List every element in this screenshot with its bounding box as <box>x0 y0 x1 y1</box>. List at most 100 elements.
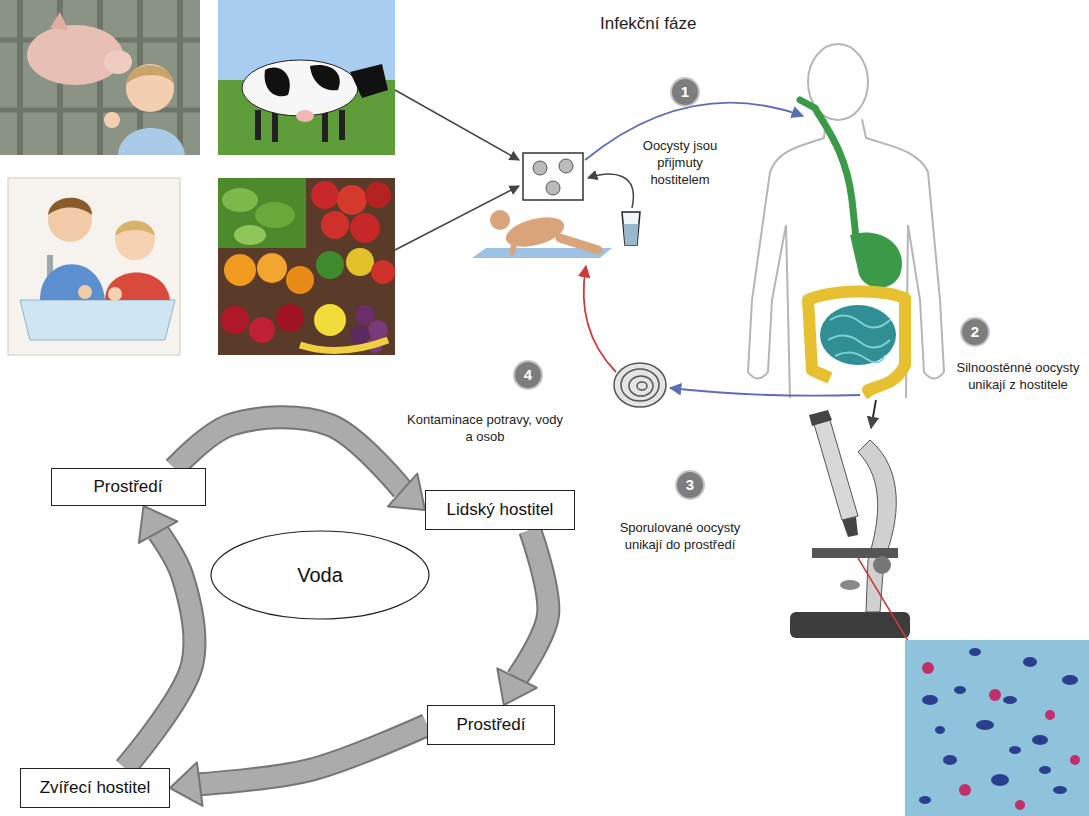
stained-sample <box>954 686 966 694</box>
stained-sample <box>905 640 1089 816</box>
stained-sample <box>1003 696 1017 704</box>
microscope <box>858 440 896 612</box>
ellipse-outline <box>211 531 429 619</box>
stained-sample <box>1053 786 1067 794</box>
cycle-arrow <box>125 506 194 768</box>
callout-number: 2 <box>971 323 979 341</box>
stained-sample <box>935 726 945 734</box>
water-glass <box>622 212 640 245</box>
arrow-shaft <box>517 530 548 678</box>
produce-photo <box>314 304 346 336</box>
arrow-shaft-outline <box>200 725 427 784</box>
box-label: Lidský hostitel <box>447 500 554 520</box>
digestive-tract <box>850 232 902 287</box>
handwashing-photo <box>8 178 180 355</box>
produce-photo <box>350 325 370 345</box>
oocyst-spiral <box>637 382 647 390</box>
handwashing-photo <box>48 198 92 242</box>
oocyst-box <box>523 153 583 200</box>
microscope <box>814 420 858 520</box>
microscope <box>790 410 910 638</box>
stained-sample <box>1023 657 1037 667</box>
produce-photo <box>234 225 266 245</box>
stained-sample <box>959 784 971 796</box>
oocyst-spiral <box>614 363 666 407</box>
arrow-shaft-outline <box>125 532 194 768</box>
produce-photo <box>346 248 374 276</box>
digestive-tract <box>808 291 905 396</box>
digestive-tract <box>800 100 905 396</box>
stained-sample <box>1045 710 1055 720</box>
annotation-text: Oocysty jsou přijmuty hostitelem <box>630 138 730 189</box>
produce-photo <box>321 211 349 239</box>
produce-photo <box>316 251 344 279</box>
cow-photo <box>242 60 358 116</box>
stained-sample <box>991 774 1009 786</box>
arrow-head <box>139 506 177 543</box>
annotation-text: Kontaminace potravy, vody a osob <box>405 412 565 446</box>
microscope <box>809 410 832 426</box>
stained-sample <box>989 689 1001 701</box>
stage-box: Zvířecí hostitel <box>20 768 170 808</box>
source-arrows <box>395 90 633 250</box>
stage-box: Lidský hostitel <box>425 490 575 530</box>
stained-sample <box>922 695 938 705</box>
produce-photo <box>222 188 258 212</box>
source-arrows <box>395 186 519 250</box>
stained-sample <box>943 755 957 765</box>
oocyst-spiral <box>621 369 659 401</box>
cow-photo <box>310 65 340 90</box>
produce-photo <box>368 320 388 340</box>
diagram-title: Infekční fáze <box>600 14 696 34</box>
stage-box: Prostředí <box>427 705 555 745</box>
oocyst-spiral <box>614 363 666 407</box>
callout-number: 1 <box>681 83 689 101</box>
stained-sample <box>1039 766 1051 774</box>
pig-child-photo <box>126 65 174 84</box>
stained-sample <box>1015 800 1025 810</box>
cycle-small-arrows <box>871 400 876 428</box>
pig-child-photo <box>0 0 200 155</box>
produce-photo <box>337 185 367 215</box>
oocyst-spiral <box>629 376 653 396</box>
stained-sample <box>1070 755 1080 765</box>
ill-person <box>512 232 518 252</box>
ill-person <box>472 210 612 258</box>
produce-photo <box>249 317 275 343</box>
source-arrows <box>395 90 519 160</box>
produce-photo <box>218 178 395 355</box>
produce-photo <box>311 181 339 209</box>
pig-child-photo <box>118 128 185 155</box>
arrow-head <box>170 762 203 806</box>
microscope <box>873 556 891 574</box>
digestive-tract <box>828 315 890 362</box>
produce-photo <box>350 213 380 243</box>
arrow-shaft-outline <box>175 417 403 490</box>
produce-photo <box>221 306 249 334</box>
annotation-text: Silnoostěnné oocysty unikají z hostitele <box>952 360 1084 394</box>
digestive-tract <box>800 100 856 238</box>
cow-photo <box>350 64 388 98</box>
produce-photo <box>276 304 304 332</box>
pig-child-photo <box>0 0 200 155</box>
pig-child-photo <box>126 64 174 112</box>
stained-sample <box>905 640 1089 816</box>
callout-circle: 1 <box>670 77 700 107</box>
arrow-shaft <box>200 725 427 784</box>
box-label: Zvířecí hostitel <box>40 778 151 798</box>
produce-photo <box>371 260 395 284</box>
pig-child-photo <box>104 112 120 128</box>
oocyst-box <box>559 159 573 173</box>
oocyst-box <box>533 161 547 175</box>
digestive-tract <box>820 305 896 365</box>
water-glass <box>624 224 639 245</box>
water-ellipse: Voda <box>210 530 430 620</box>
stained-sample <box>969 648 981 656</box>
microscope <box>790 612 910 638</box>
arrow-shaft <box>125 532 194 768</box>
handwashing-photo <box>115 221 155 236</box>
handwashing-photo <box>20 300 175 340</box>
